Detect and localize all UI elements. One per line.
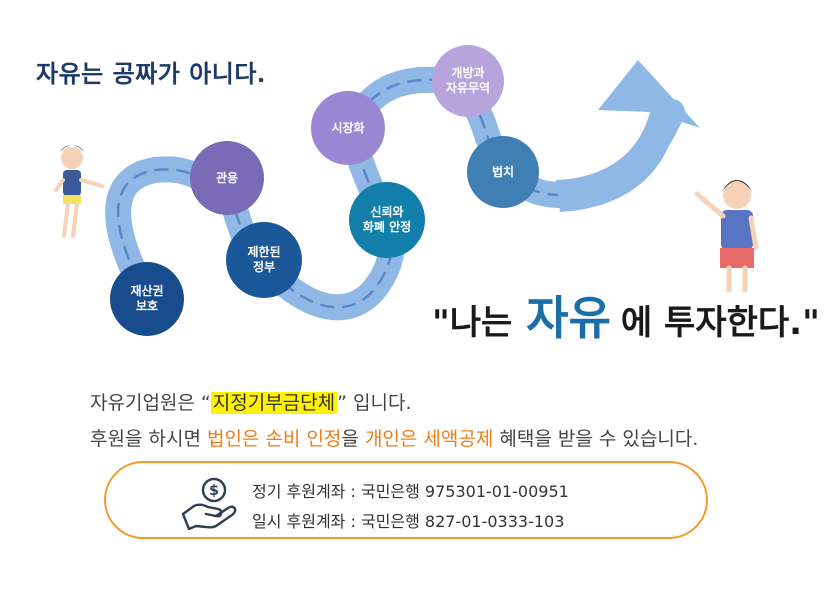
info1-highlight: 지정기부금단체	[210, 392, 338, 414]
slogan-part2: 에 투자한다."	[620, 303, 820, 343]
once-account: 일시 후원계좌 : 국민은행 827-01-0333-103	[252, 512, 565, 531]
arrow-head	[556, 60, 700, 212]
slogan-highlight: 자유	[526, 291, 611, 345]
info-line-2: 후원을 하시면 법인은 손비 인정을 개인은 세액공제 혜택을 받을 수 있습니…	[90, 424, 698, 451]
info2-highlight-1: 법인은 손비 인정	[206, 428, 342, 450]
node-free-trade: 개방과 자유무역	[432, 45, 504, 117]
info2-suffix: 혜택을 받을 수 있습니다.	[493, 428, 699, 450]
info1-suffix: ” 입니다.	[337, 392, 412, 414]
info-line-1: 자유기업원은 “지정기부금단체” 입니다.	[90, 388, 412, 415]
node-tolerance: 관용	[190, 141, 264, 215]
money-hand-icon: $	[181, 477, 237, 530]
info1-prefix: 자유기업원은 “	[90, 392, 211, 414]
svg-text:$: $	[209, 483, 219, 499]
slogan: "나는 자유 에 투자한다."	[432, 282, 820, 348]
slogan-part1: "나는	[432, 303, 513, 343]
node-trust-currency: 신뢰와 화폐 안정	[349, 182, 425, 258]
headline: 자유는 공짜가 아니다.	[36, 59, 266, 88]
girl-illustration	[54, 145, 104, 238]
account-box	[104, 461, 708, 539]
regular-account: 정기 후원계좌 : 국민은행 975301-01-00951	[252, 482, 569, 501]
node-limited-government: 제한된 정부	[226, 222, 302, 298]
node-property-rights: 재산권 보호	[110, 262, 184, 336]
node-marketization: 시장화	[311, 91, 385, 165]
info2-mid: 을	[341, 428, 365, 450]
node-rule-of-law: 법치	[467, 136, 539, 208]
info2-highlight-2: 개인은 세액공제	[364, 428, 494, 450]
boy-illustration	[694, 180, 759, 293]
info2-prefix: 후원을 하시면	[90, 428, 207, 450]
